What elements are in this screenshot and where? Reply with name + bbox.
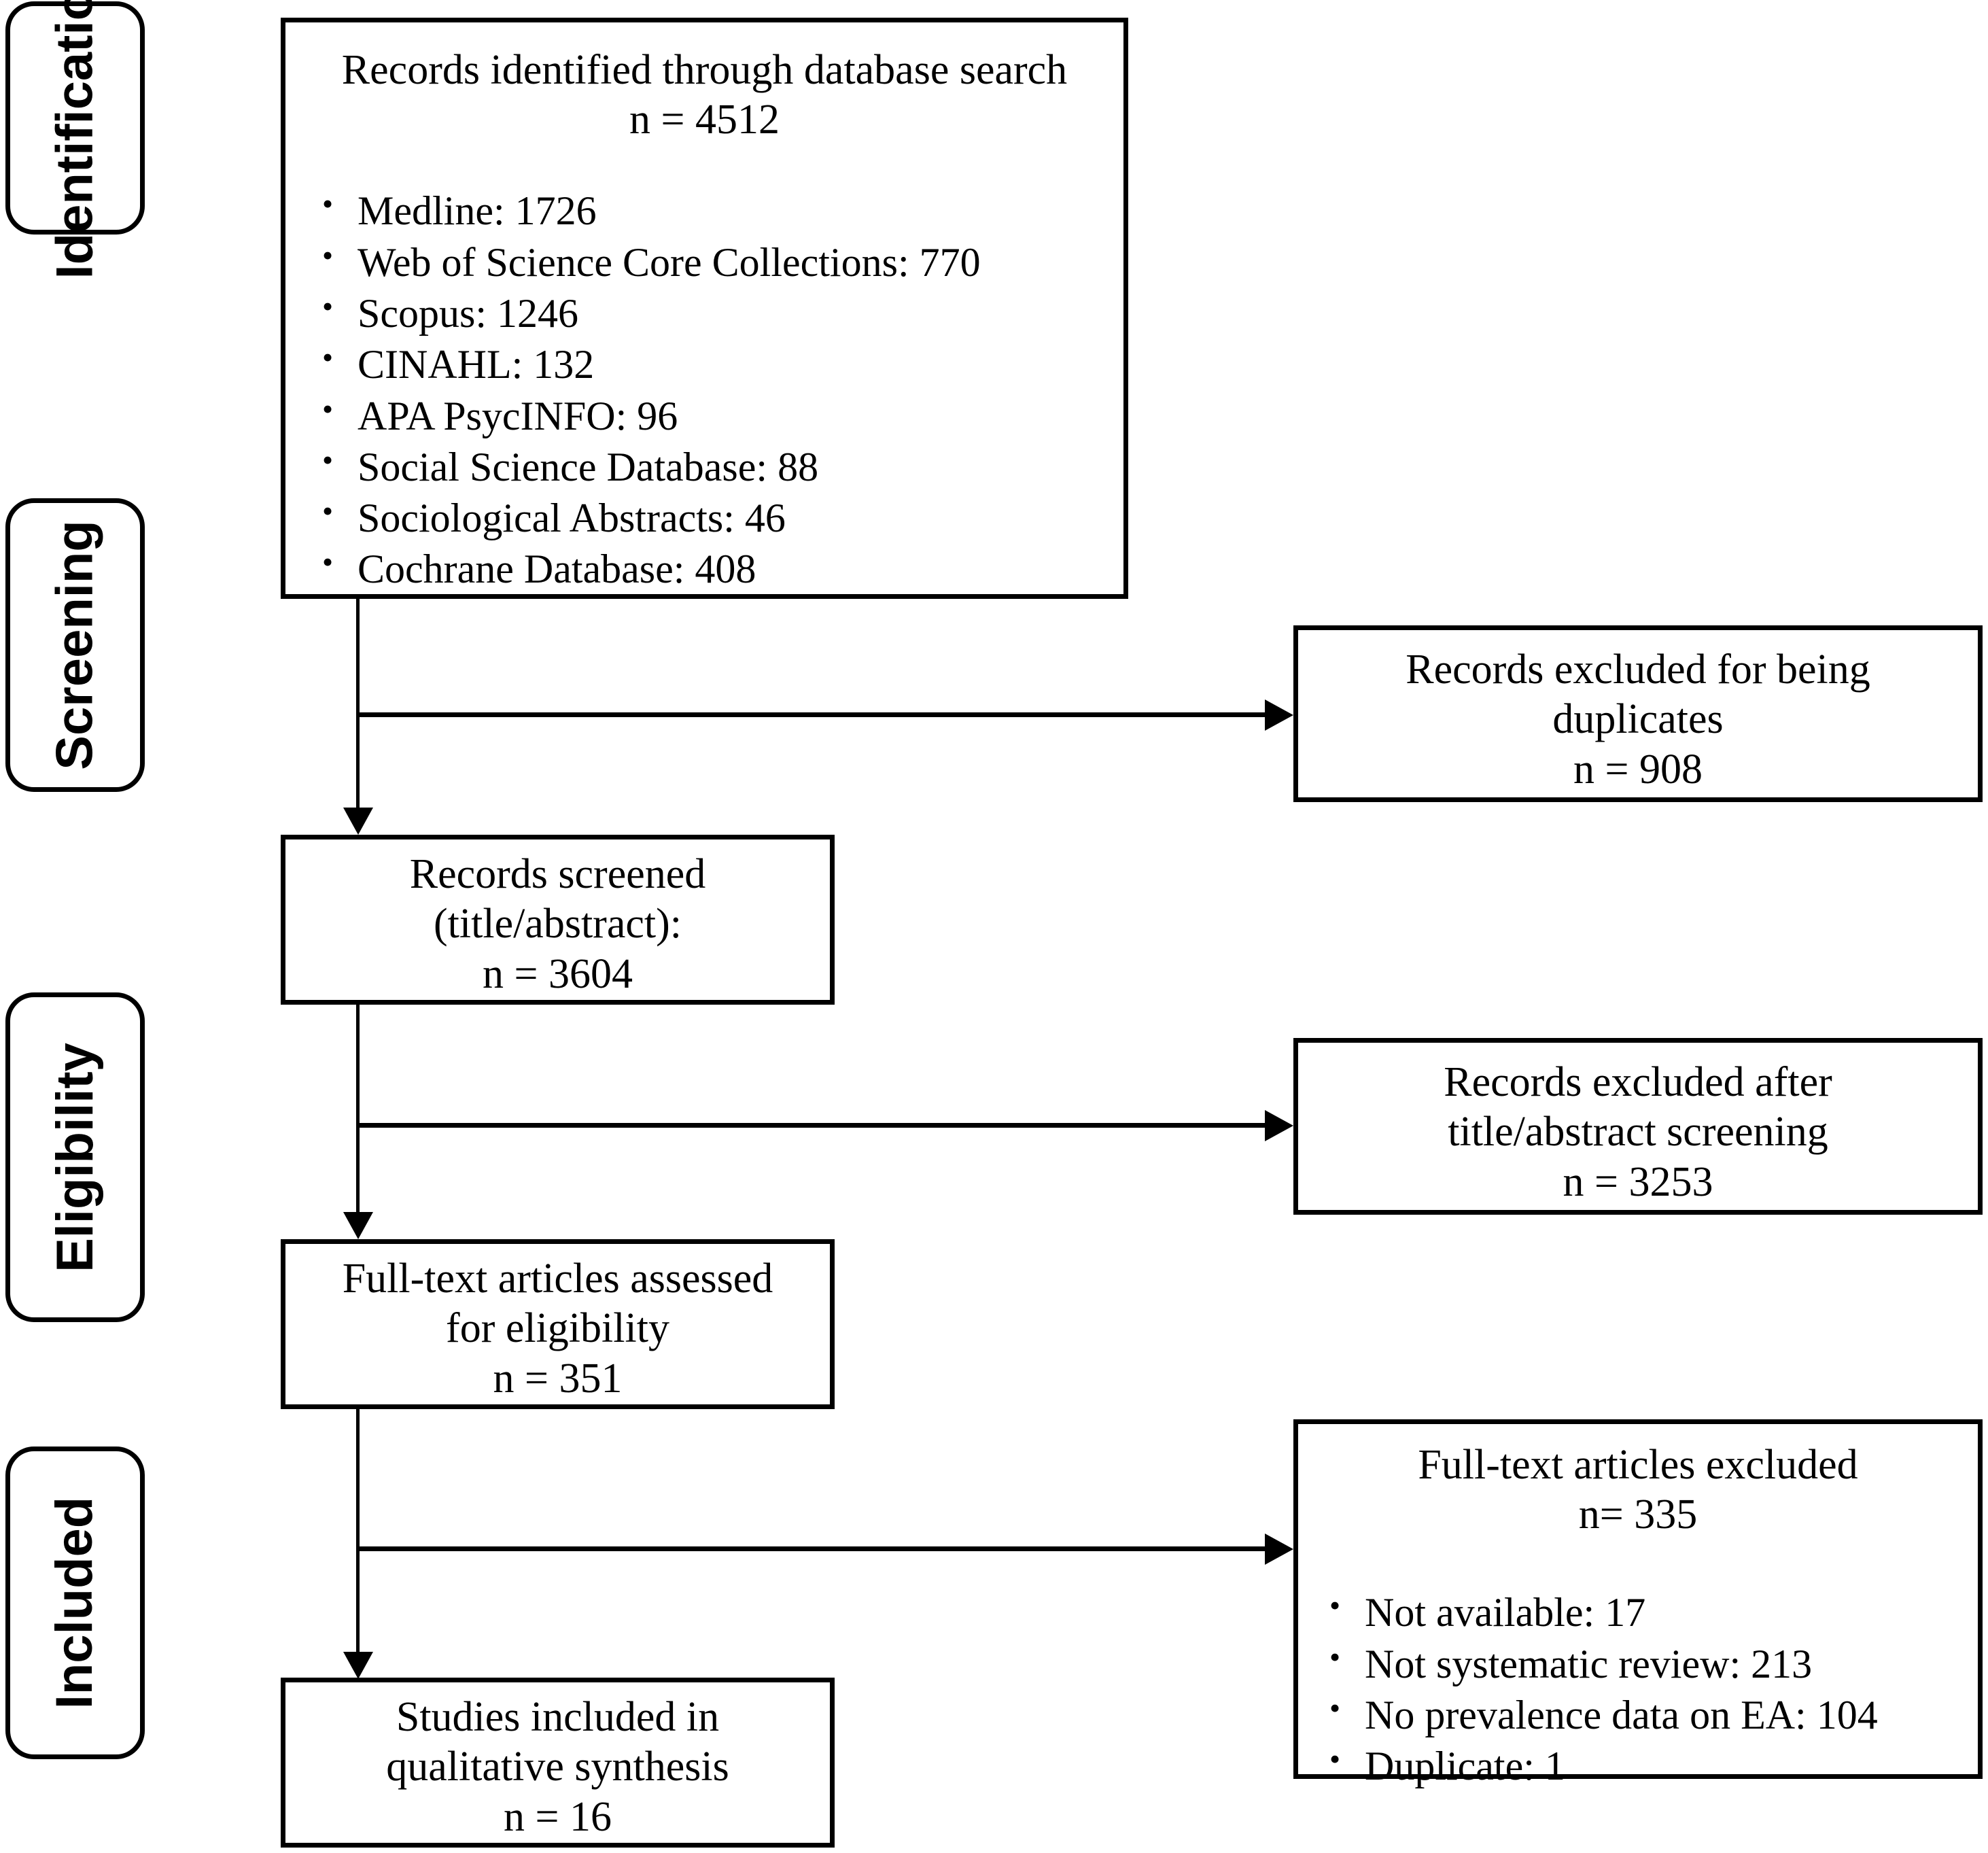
records-screened-line1: Records screened — [409, 851, 706, 898]
list-item: Not available: 17 — [1323, 1586, 1963, 1638]
records-identified-box: Records identified through database sear… — [281, 18, 1128, 599]
fulltext-excluded-box: Full-text articles excluded n= 335 Not a… — [1293, 1419, 1983, 1788]
fulltext-assessed-box: Full-text articles assessed for eligibil… — [281, 1239, 835, 1409]
title-abstract-excluded-count: n = 3253 — [1563, 1158, 1713, 1205]
stage-pill-screening: Screening — [5, 498, 145, 792]
connector-vertical-screened-to-fulltext — [356, 1005, 360, 1212]
duplicates-excluded-line1: Records excluded for being — [1406, 646, 1870, 693]
stage-label-eligibility: Eligibility — [46, 1042, 104, 1272]
connector-vertical-identification-to-screened — [356, 599, 360, 808]
list-item: Social Science Database: 88 — [315, 440, 1106, 493]
connector-horizontal-to-title-abstract-excluded — [356, 1123, 1270, 1128]
stage-label-identification: Identification — [46, 0, 104, 279]
fulltext-assessed-line2: for eligibility — [446, 1305, 669, 1352]
fulltext-excluded-title: Full-text articles excluded — [1418, 1442, 1858, 1488]
stage-pill-identification: Identification — [5, 0, 145, 279]
records-screened-box: Records screened (title/abstract): n = 3… — [281, 835, 835, 1005]
list-item: Not systematic review: 213 — [1323, 1638, 1963, 1690]
title-abstract-excluded-line2: title/abstract screening — [1448, 1109, 1828, 1156]
studies-included-line1: Studies included in — [396, 1694, 720, 1741]
fulltext-exclusion-reason-list: Not available: 17 Not systematic review:… — [1313, 1586, 1963, 1792]
duplicates-excluded-line2: duplicates — [1552, 696, 1724, 743]
list-item: APA PsycINFO: 96 — [315, 389, 1106, 442]
arrow-right-to-fulltext-excluded-box — [1265, 1534, 1293, 1565]
fulltext-assessed-line1: Full-text articles assessed — [342, 1255, 773, 1302]
connector-horizontal-to-duplicates — [356, 712, 1270, 717]
list-item: Web of Science Core Collections: 770 — [315, 236, 1106, 288]
records-screened-line2: (title/abstract): — [434, 901, 682, 948]
arrow-right-to-duplicates-box — [1265, 699, 1293, 731]
duplicates-excluded-count: n = 908 — [1573, 746, 1703, 793]
list-item: Scopus: 1246 — [315, 287, 1106, 339]
stage-label-screening: Screening — [46, 520, 104, 770]
arrow-down-to-records-screened — [343, 808, 373, 835]
records-screened-count: n = 3604 — [483, 950, 633, 997]
stage-pill-included: Included — [5, 1447, 145, 1759]
stage-pill-eligibility: Eligibility — [5, 992, 145, 1322]
arrow-right-to-title-abstract-excluded-box — [1265, 1110, 1293, 1141]
records-identified-count: n = 4512 — [629, 97, 780, 143]
stage-label-included: Included — [46, 1496, 104, 1710]
list-item: No prevalence data on EA: 104 — [1323, 1689, 1963, 1741]
list-item: Duplicate: 1 — [1323, 1739, 1963, 1792]
arrow-down-to-studies-included — [343, 1652, 373, 1679]
title-abstract-excluded-box: Records excluded after title/abstract sc… — [1293, 1038, 1983, 1215]
list-item: CINAHL: 132 — [315, 338, 1106, 390]
arrow-down-to-fulltext-assessed — [343, 1212, 373, 1239]
list-item: Medline: 1726 — [315, 184, 1106, 237]
studies-included-count: n = 16 — [504, 1793, 612, 1840]
connector-horizontal-to-fulltext-excluded — [356, 1546, 1270, 1551]
studies-included-line2: qualitative synthesis — [386, 1744, 729, 1790]
connector-vertical-fulltext-to-included — [356, 1409, 360, 1652]
list-item: Cochrane Database: 408 — [315, 542, 1106, 595]
duplicates-excluded-box: Records excluded for being duplicates n … — [1293, 625, 1983, 802]
records-identified-title: Records identified through database sear… — [341, 47, 1068, 93]
database-source-list: Medline: 1726 Web of Science Core Collec… — [303, 184, 1106, 595]
title-abstract-excluded-line1: Records excluded after — [1444, 1059, 1832, 1106]
studies-included-box: Studies included in qualitative synthesi… — [281, 1678, 835, 1848]
fulltext-excluded-count: n= 335 — [1578, 1491, 1698, 1538]
list-item: Sociological Abstracts: 46 — [315, 491, 1106, 544]
fulltext-assessed-count: n = 351 — [493, 1355, 623, 1402]
